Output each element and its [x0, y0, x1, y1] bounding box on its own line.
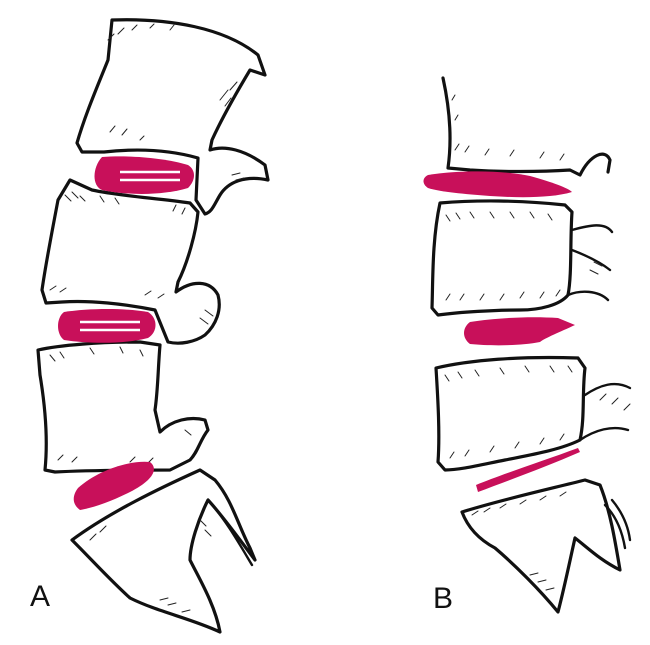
disc-b1 — [423, 171, 572, 198]
vertebra-a1 — [75, 18, 270, 216]
panel-b-spine — [423, 76, 632, 614]
vertebra-b3 — [434, 355, 632, 472]
disc-b3 — [476, 448, 580, 492]
panel-a-spine — [36, 18, 270, 634]
vertebra-a2 — [40, 178, 221, 345]
sacrum-b — [460, 478, 632, 614]
vertebra-b1 — [441, 76, 612, 177]
disc-a3 — [73, 461, 154, 510]
vertebra-b2 — [430, 199, 614, 317]
disc-b1-shape — [423, 171, 572, 198]
disc-a3-shape — [73, 461, 154, 510]
disc-b2-shape — [464, 317, 575, 346]
panel-a-label: A — [30, 580, 51, 613]
disc-a1 — [94, 156, 194, 194]
disc-a2-shape — [58, 309, 156, 343]
sacrum-a — [70, 468, 257, 634]
panel-b-label: B — [433, 582, 454, 615]
disc-a1-shape — [94, 156, 194, 194]
disc-a2 — [58, 309, 156, 343]
vertebra-a3 — [36, 340, 210, 474]
disc-b2 — [464, 317, 575, 346]
disc-b3-shape — [476, 448, 580, 492]
